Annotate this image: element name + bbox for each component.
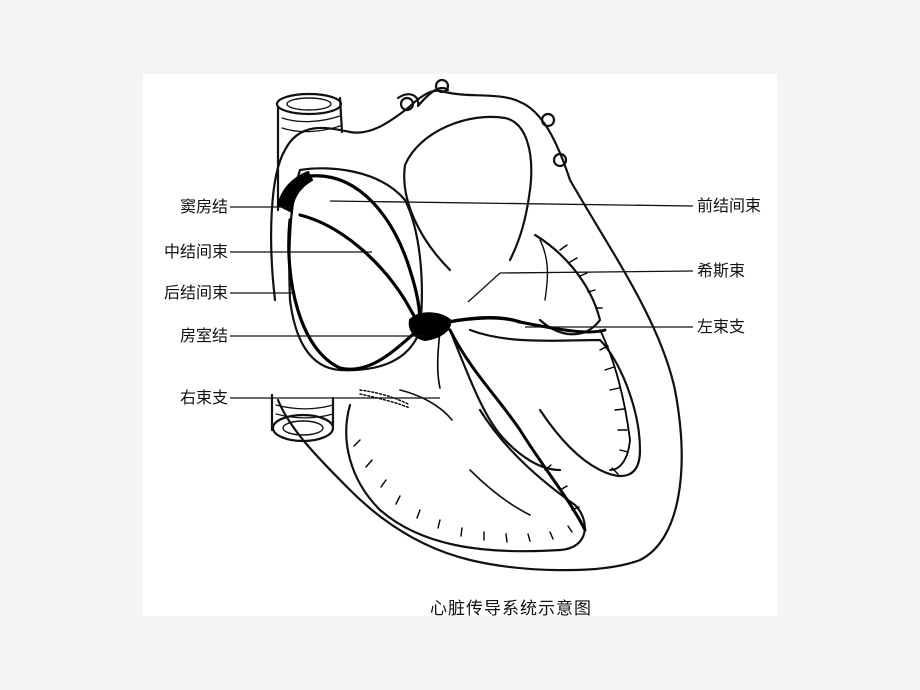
left-ventricle	[468, 328, 642, 478]
left-atrium	[403, 115, 533, 272]
middle-internodal-path	[298, 213, 422, 327]
anterior-internodal-path	[308, 174, 422, 327]
aortic-arch	[396, 86, 450, 108]
interventricular-septum	[448, 328, 562, 472]
label-right-bundle-branch: 右束支	[179, 388, 228, 407]
purkinje-fibers-upper	[559, 244, 603, 309]
purkinje-fibers-right	[353, 439, 580, 543]
right-bundle-branch-path	[448, 328, 587, 532]
label-posterior-internodal: 后结间束	[163, 283, 228, 302]
his-bundle-path	[446, 316, 522, 324]
label-left-bundle-branch: 左束支	[697, 317, 746, 336]
label-his-bundle: 希斯束	[697, 261, 746, 280]
purkinje-fibers-left	[599, 345, 629, 475]
leader-his-bundle	[467, 272, 501, 303]
right-ventricle	[345, 403, 586, 553]
leader-his-bundle-2	[499, 270, 694, 274]
moderator-band	[359, 389, 411, 409]
label-sa-node: 窦房结	[179, 197, 228, 216]
ivc-opening	[271, 413, 335, 443]
label-anterior-internodal: 前结间束	[697, 196, 762, 215]
label-av-node: 房室结	[179, 326, 228, 345]
posterior-internodal-path	[287, 218, 420, 371]
left-bundle-fibers	[599, 329, 631, 471]
papillary-left	[533, 233, 602, 336]
mitral-cusp	[436, 329, 441, 389]
sa-node-shape	[276, 170, 314, 214]
leader-anterior-internodal	[329, 200, 694, 207]
heart-outline	[270, 89, 683, 572]
figure-caption: 心脏传导系统示意图	[430, 599, 592, 619]
figure-panel	[143, 74, 777, 616]
label-middle-internodal: 中结间束	[163, 242, 228, 261]
svc-opening	[275, 92, 343, 116]
